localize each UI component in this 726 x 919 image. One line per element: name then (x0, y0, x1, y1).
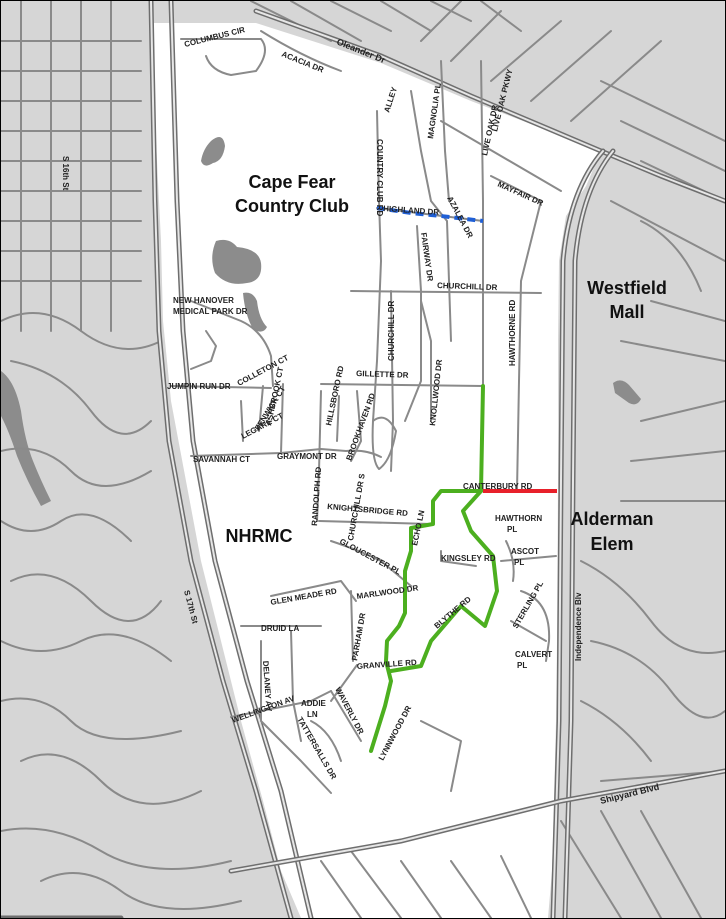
label-mall-1: Westfield (587, 278, 667, 298)
street-churchill-top: CHURCHILL DR (437, 281, 498, 292)
label-country-club-1: Cape Fear (248, 172, 335, 192)
street-graymont: GRAYMONT DR (277, 452, 337, 461)
street-addie-1: ADDIE (301, 699, 327, 708)
street-canterbury: CANTERBURY RD (463, 482, 533, 491)
street-s16th: S 16th St (61, 156, 70, 191)
street-calvert-1: CALVERT (515, 650, 552, 659)
street-country-club: COUNTRY CLUB RD (375, 139, 384, 217)
street-druid: DRUID LA (261, 624, 299, 633)
water-bodies (1, 137, 641, 506)
route-green (369, 384, 499, 753)
street-calvert-2: PL (517, 661, 527, 670)
label-mall-2: Mall (609, 302, 644, 322)
street-randolph: RANDOLPH RD (310, 466, 323, 526)
street-gillette: GILLETTE DR (356, 369, 409, 380)
street-nh-medical-2: MEDICAL PARK DR (173, 307, 248, 316)
street-savannah: SAVANNAH CT (193, 455, 250, 464)
street-kingsley: KINGSLEY RD (441, 554, 496, 563)
label-country-club-2: Country Club (235, 196, 349, 216)
street-delaney: DELANEY AV (261, 661, 274, 713)
label-hospital: NHRMC (226, 526, 293, 546)
street-ascot-1: ASCOT (511, 547, 539, 556)
street-addie-2: LN (307, 710, 318, 719)
street-churchill-mid: CHURCHILL DR (387, 300, 396, 361)
street-ascot-2: PL (514, 558, 524, 567)
street-hawthorne: HAWTHORNE RD (508, 300, 517, 366)
street-nh-medical-1: NEW HANOVER (173, 296, 234, 305)
street-independence: Independence Blv (574, 592, 583, 661)
local-streets (170, 30, 562, 794)
label-school-2: Elem (590, 534, 633, 554)
street-granville: GRANVILLE RD (357, 658, 418, 671)
street-jumpin-run: JUMPIN RUN DR (167, 382, 231, 391)
route-blue (376, 206, 484, 223)
street-highland: HIGHLAND DR (383, 204, 440, 217)
street-hawthorne-pl-2: PL (507, 525, 517, 534)
study-area (151, 23, 601, 918)
street-hawthorne-pl-1: HAWTHORN (495, 514, 542, 523)
label-school-1: Alderman (570, 509, 653, 529)
